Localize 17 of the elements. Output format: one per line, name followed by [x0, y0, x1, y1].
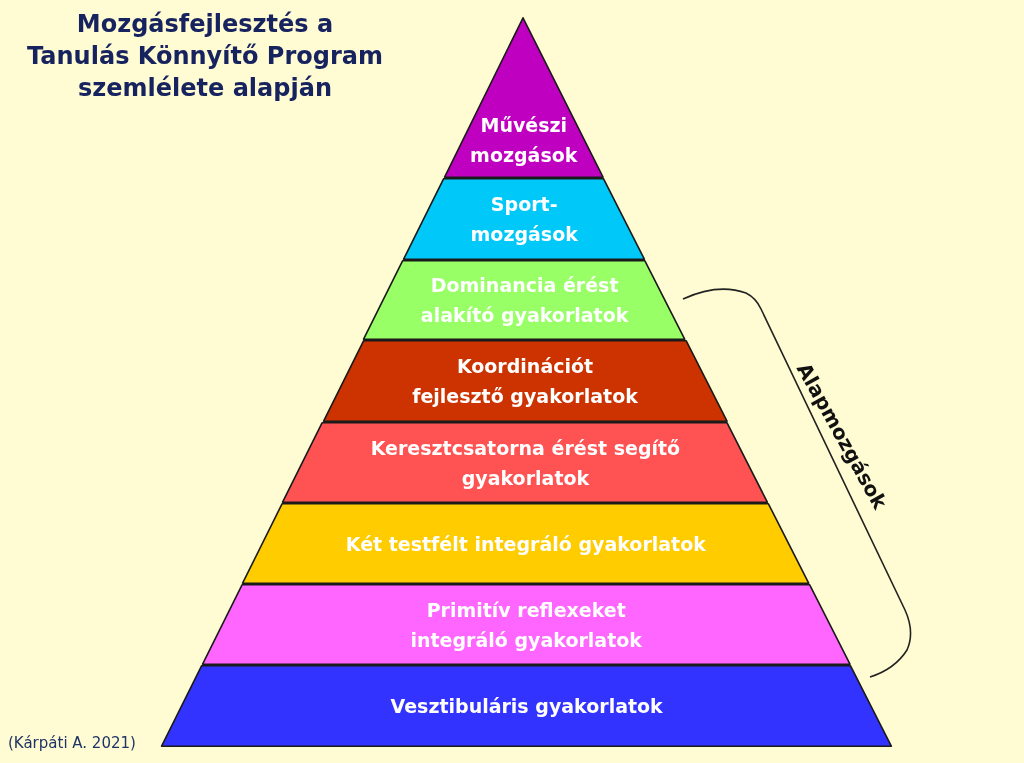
pyramid-tier [402, 178, 647, 260]
tier-label: Keresztcsatorna érést segítő gyakorlatok [370, 435, 681, 491]
tier-label: Művészi mozgások [470, 113, 578, 168]
pyramid-tier [362, 260, 687, 340]
tier-label: Primitív reflexeket integráló gyakorlatok [410, 597, 642, 653]
pyramid-tier [321, 340, 729, 422]
tier-label: Vesztibuláris gyakorlatok [390, 694, 663, 719]
pyramid-tier [281, 422, 770, 503]
pyramid-tier [160, 665, 894, 747]
tier-label: Dominancia érést alakító gyakorlatok [420, 273, 629, 328]
tier-label: Két testfélt integráló gyakorlatok [345, 531, 706, 557]
pyramid-tier [200, 584, 852, 665]
diagram-title: Mozgásfejlesztés a Tanulás Könnyítő Program szemlélete alapján [27, 9, 383, 104]
pyramid-tier [442, 17, 605, 178]
source-note: (Kárpáti A. 2021) [8, 734, 136, 752]
tier-label: Sport- mozgások [470, 192, 578, 247]
tier-label: Koordinációt fejlesztő gyakorlatok [412, 354, 638, 409]
